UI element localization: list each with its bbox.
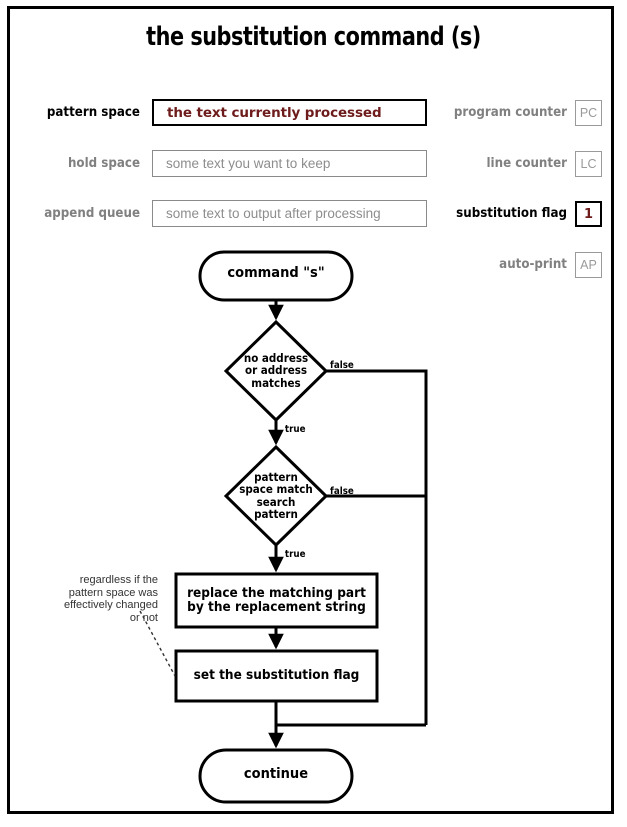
- node-action-set-flag[interactable]: [174, 649, 379, 703]
- node-decision-pattern-match[interactable]: [223, 444, 329, 548]
- annotation-leader-line: [139, 610, 176, 677]
- label-auto-print: auto-print: [499, 256, 567, 272]
- field-append-queue[interactable]: some text to output after processing: [152, 200, 427, 227]
- node-decision-address[interactable]: [223, 319, 329, 423]
- box-substitution-flag[interactable]: 1: [575, 201, 602, 227]
- edge-label-decision2-false: false: [330, 486, 354, 497]
- node-action-replace[interactable]: [174, 572, 379, 629]
- annotation-text: regardless if the pattern space was effe…: [64, 574, 158, 624]
- field-pattern-space[interactable]: the text currently processed: [152, 99, 427, 126]
- label-hold-space: hold space: [67, 155, 140, 171]
- edge-decision1-false: [326, 369, 428, 725]
- label-substitution-flag: substitution flag: [456, 205, 567, 221]
- label-line-counter: line counter: [486, 155, 567, 171]
- edge-label-decision2-true: true: [284, 549, 306, 560]
- edge-label-decision1-false: false: [330, 360, 354, 371]
- node-end[interactable]: [198, 748, 354, 804]
- node-start[interactable]: [198, 250, 354, 302]
- box-line-counter[interactable]: LC: [575, 151, 602, 177]
- page-frame: [7, 6, 614, 814]
- label-program-counter: program counter: [453, 104, 567, 120]
- box-program-counter[interactable]: PC: [575, 100, 602, 126]
- edge-label-decision1-true: true: [284, 424, 306, 435]
- label-append-queue: append queue: [44, 205, 140, 221]
- box-auto-print[interactable]: AP: [575, 252, 602, 278]
- field-hold-space[interactable]: some text you want to keep: [152, 150, 427, 177]
- page-title: the substitution command (s): [146, 22, 481, 52]
- label-pattern-space: pattern space: [46, 104, 140, 120]
